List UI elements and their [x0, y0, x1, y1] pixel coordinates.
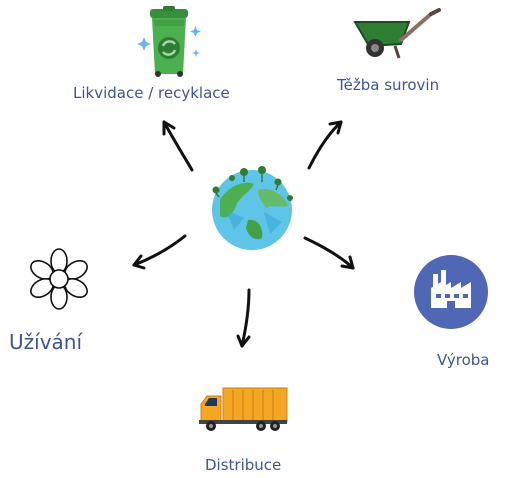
truck-icon — [199, 387, 288, 431]
arrow-to-production — [303, 236, 355, 270]
stage-label-extraction: Těžba surovin — [337, 76, 440, 94]
stage-label-distribution: Distribuce — [205, 456, 282, 474]
flower-icon — [30, 248, 88, 310]
globe-icon — [212, 166, 293, 250]
arrow-to-distribution — [236, 288, 251, 348]
stage-label-usage: Užívání — [9, 330, 83, 354]
arrow-to-recycle — [162, 120, 194, 172]
wheelbarrow-icon — [353, 8, 441, 59]
arrow-to-extraction — [307, 120, 343, 170]
factory-icon — [414, 255, 488, 329]
recycle-bin-icon — [137, 6, 201, 77]
stage-label-production: Výroba — [437, 351, 490, 369]
arrow-to-usage — [132, 234, 187, 270]
stage-label-recycle: Likvidace / recyklace — [73, 84, 230, 102]
